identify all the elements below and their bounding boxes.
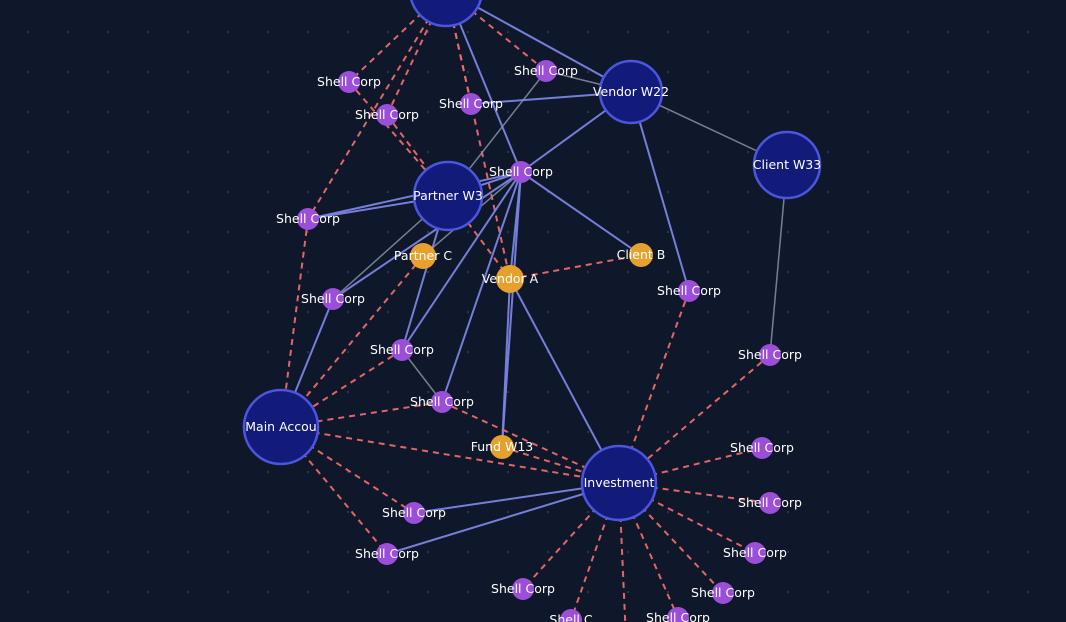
node-circle-s16[interactable]: [751, 437, 773, 459]
link-s14-inv: [386, 482, 620, 555]
node-circle-s4[interactable]: [535, 60, 557, 82]
node-circle-vw22[interactable]: [598, 59, 664, 125]
link-s6-s7: [332, 171, 522, 300]
node-circle-s5[interactable]: [297, 208, 319, 230]
node-s16[interactable]: Shell Corp: [730, 437, 794, 459]
node-circle-top[interactable]: [410, 0, 482, 28]
node-s9[interactable]: Shell Corp: [657, 280, 721, 302]
node-s5[interactable]: Shell Corp: [276, 208, 340, 230]
node-circle-s21[interactable]: [560, 609, 582, 622]
node-s4[interactable]: Shell Corp: [514, 60, 578, 82]
node-s1[interactable]: Shell Corp: [317, 71, 381, 93]
node-circle-s17[interactable]: [759, 492, 781, 514]
node-circle-s12[interactable]: [431, 391, 453, 413]
node-cw33[interactable]: Client W33: [752, 130, 822, 200]
node-inv[interactable]: Investment: [580, 444, 658, 522]
node-s2[interactable]: Shell Corp: [355, 104, 419, 126]
link-pc-main: [280, 255, 424, 428]
node-circle-main[interactable]: [242, 388, 320, 466]
node-circle-s14[interactable]: [376, 543, 398, 565]
node-circle-s20[interactable]: [667, 607, 689, 622]
node-s15[interactable]: Shell Corp: [738, 344, 802, 366]
node-circle-s15[interactable]: [759, 344, 781, 366]
link-va-fw13: [501, 278, 511, 448]
node-circle-va[interactable]: [496, 265, 524, 293]
node-s20[interactable]: Shell Corp: [646, 607, 710, 622]
node-va[interactable]: Vendor A: [482, 265, 539, 293]
node-circle-inv[interactable]: [580, 444, 658, 522]
node-circle-s7[interactable]: [322, 288, 344, 310]
node-s8[interactable]: Shell Corp: [370, 339, 434, 361]
node-s13[interactable]: Shell Corp: [382, 502, 446, 524]
link-s2-pw3: [386, 114, 449, 197]
node-cb[interactable]: Client B: [617, 243, 666, 267]
node-s19[interactable]: Shell Corp: [691, 582, 755, 604]
node-s18[interactable]: Shell Corp: [723, 542, 787, 564]
link-va-cb: [509, 254, 642, 280]
node-pw3[interactable]: Partner W3: [412, 160, 484, 232]
node-top[interactable]: [410, 0, 482, 28]
node-circle-s18[interactable]: [744, 542, 766, 564]
node-main[interactable]: Main Accou: [242, 388, 320, 466]
link-s5-main: [280, 218, 309, 428]
link-s6-cb: [520, 171, 642, 256]
node-circle-fw13[interactable]: [490, 435, 514, 459]
node-s22[interactable]: Shell Corp: [491, 578, 555, 600]
link-top-va: [447, 0, 511, 280]
link-s6-va: [509, 171, 522, 280]
node-circle-s2[interactable]: [376, 104, 398, 126]
link-s6-s11: [401, 171, 522, 351]
node-s12[interactable]: Shell Corp: [410, 391, 474, 413]
node-circle-s3[interactable]: [460, 93, 482, 115]
node-circle-s1[interactable]: [338, 71, 360, 93]
node-circle-s6[interactable]: [510, 161, 532, 183]
link-s11-main: [280, 349, 403, 428]
link-top-s5: [307, 0, 442, 220]
link-vw22-s9: [630, 91, 690, 292]
node-s7[interactable]: Shell Corp: [301, 288, 365, 310]
node-circle-pc[interactable]: [410, 243, 436, 269]
node-vw22[interactable]: Vendor W22: [593, 59, 669, 125]
node-circle-pw3[interactable]: [412, 160, 484, 232]
node-circle-cb[interactable]: [629, 243, 653, 267]
node-s17[interactable]: Shell Corp: [738, 492, 802, 514]
node-circle-s8[interactable]: [391, 339, 413, 361]
link-va-inv: [509, 278, 620, 484]
node-pc[interactable]: Partner C: [394, 243, 452, 269]
node-circle-cw33[interactable]: [752, 130, 822, 200]
node-circle-s9[interactable]: [678, 280, 700, 302]
node-circle-s22[interactable]: [512, 578, 534, 600]
links-layer: [280, 0, 788, 622]
node-s21[interactable]: Shell C: [549, 609, 593, 622]
link-main-inv: [280, 426, 620, 484]
node-circle-s13[interactable]: [403, 502, 425, 524]
node-circle-s19[interactable]: [712, 582, 734, 604]
link-s6-s12: [441, 171, 522, 403]
